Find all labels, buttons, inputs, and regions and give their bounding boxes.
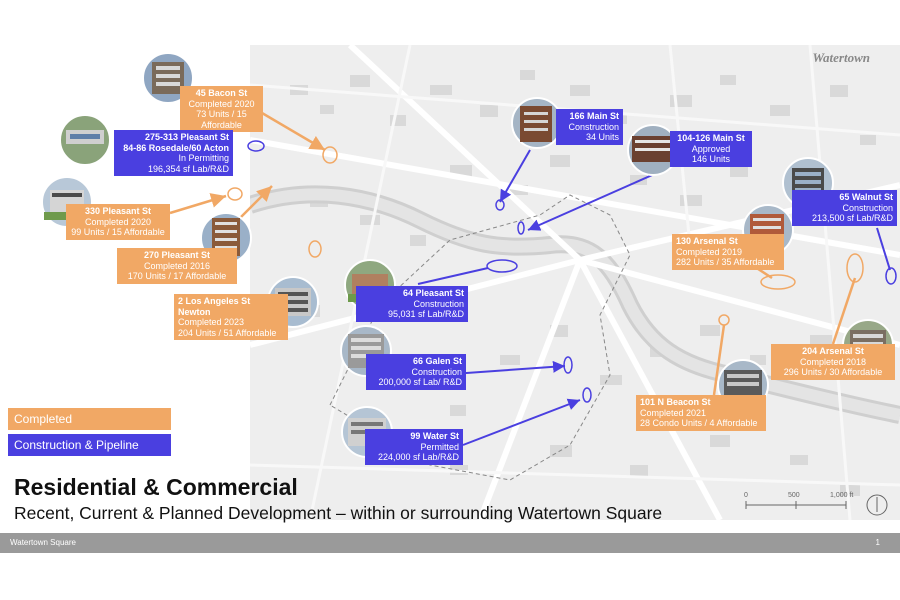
label-45-bacon: 45 Bacon St Completed 2020 73 Units / 15… xyxy=(180,86,263,132)
site-marker-166-main xyxy=(495,199,505,211)
label-line: Construction xyxy=(842,202,893,213)
label-line: Completed 2023 xyxy=(178,317,245,327)
scale-label-500: 500 xyxy=(788,492,800,499)
label-line: 196,354 sf Lab/R&D xyxy=(147,163,229,174)
site-marker-99-water xyxy=(582,387,592,403)
site-marker-64-pleasant xyxy=(486,259,518,273)
label-270-pleasant: 270 Pleasant St Completed 2016 170 Units… xyxy=(117,248,237,284)
site-marker-65-walnut xyxy=(885,267,897,285)
label-2-los-angeles: 2 Los Angeles St Newton Completed 2023 2… xyxy=(174,294,288,340)
label-title: 166 Main St xyxy=(569,111,619,121)
label-title: 104-126 Main St xyxy=(677,133,745,143)
label-line: Approved xyxy=(691,143,731,154)
label-line: Construction xyxy=(413,298,464,309)
site-marker-204-arsenal xyxy=(846,253,864,283)
leader-line-166-main xyxy=(499,149,531,203)
photo-166-main xyxy=(511,97,563,149)
label-166-main: 166 Main St Construction 34 Units xyxy=(556,109,623,145)
label-title: 275-313 Pleasant St xyxy=(144,132,229,142)
label-title: 270 Pleasant St xyxy=(143,250,211,260)
scale-label-1000: 1,000 ft xyxy=(830,492,854,499)
label-line: In Permitting xyxy=(178,153,229,163)
site-marker-275-313-pleasant xyxy=(247,140,265,152)
label-line: Permitted xyxy=(420,441,459,452)
label-330-pleasant: 330 Pleasant St Completed 2020 99 Units … xyxy=(66,204,170,240)
label-130-arsenal: 130 Arsenal St Completed 2019 282 Units … xyxy=(672,234,784,270)
label-title: 65 Walnut St xyxy=(839,192,893,202)
legend-pipeline: Construction & Pipeline xyxy=(8,434,171,456)
label-line: 282 Units / 35 Affordable xyxy=(676,257,775,267)
label-line: Completed 2016 xyxy=(143,260,211,271)
label-line: Completed 2019 xyxy=(676,246,743,257)
label-title: 2 Los Angeles St xyxy=(178,296,251,306)
label-line: Newton xyxy=(178,306,211,317)
label-title: 330 Pleasant St xyxy=(84,206,152,216)
label-104-126-main: 104-126 Main St Approved 146 Units xyxy=(670,131,752,167)
label-title: 101 N Beacon St xyxy=(640,397,711,407)
label-title: 99 Water St xyxy=(410,431,459,441)
label-title: 130 Arsenal St xyxy=(676,236,738,246)
label-line: Completed 2020 xyxy=(84,216,152,227)
page-number: 1 xyxy=(875,538,880,547)
site-marker-2-los-angeles xyxy=(308,240,322,258)
label-line: 73 Units / 15 Affordable xyxy=(196,109,247,130)
photo-104-126-main xyxy=(627,124,679,176)
site-marker-66-galen xyxy=(563,356,573,374)
label-title: 66 Galen St xyxy=(412,356,462,366)
label-204-arsenal: 204 Arsenal St Completed 2018 296 Units … xyxy=(771,344,895,380)
leader-line-270-pleasant xyxy=(239,185,273,219)
leader-line-330-pleasant xyxy=(169,193,227,215)
label-line: 99 Units / 15 Affordable xyxy=(71,227,165,237)
label-65-walnut: 65 Walnut St Construction 213,500 sf Lab… xyxy=(792,190,897,226)
leader-line-99-water xyxy=(462,398,581,446)
site-marker-330-pleasant xyxy=(227,187,243,201)
label-line: 28 Condo Units / 4 Affordable xyxy=(640,418,758,428)
north-arrow-icon xyxy=(866,494,888,516)
label-64-pleasant: 64 Pleasant St Construction 95,031 sf La… xyxy=(356,286,468,322)
leader-line-101-n-beacon xyxy=(712,324,726,396)
label-99-water: 99 Water St Permitted 224,000 sf Lab/R&D xyxy=(365,429,463,465)
label-line: 296 Units / 30 Affordable xyxy=(783,367,883,377)
label-line: 146 Units xyxy=(691,154,731,164)
site-marker-104-126-main xyxy=(517,221,525,235)
leader-line-204-arsenal xyxy=(831,277,857,345)
label-line: Completed 2018 xyxy=(799,356,867,367)
label-line: 200,000 sf Lab/ R&D xyxy=(378,377,462,387)
label-line: Construction xyxy=(568,121,619,132)
label-title: 45 Bacon St xyxy=(195,88,248,98)
label-101-n-beacon: 101 N Beacon St Completed 2021 28 Condo … xyxy=(636,395,766,431)
label-275-313-pleasant: 275-313 Pleasant St 84-86 Rosedale/60 Ac… xyxy=(114,130,233,176)
label-line: Completed 2021 xyxy=(640,407,707,418)
label-line: 34 Units xyxy=(585,132,619,142)
legend-completed: Completed xyxy=(8,408,171,430)
label-line: 224,000 sf Lab/R&D xyxy=(377,452,459,462)
label-line: Construction xyxy=(411,366,462,377)
site-marker-130-arsenal xyxy=(760,274,796,290)
label-line: 84-86 Rosedale/60 Acton xyxy=(123,142,229,153)
label-line: Completed 2020 xyxy=(188,98,255,109)
photo-275-313-pleasant xyxy=(59,114,111,166)
site-marker-101-n-beacon xyxy=(718,314,730,326)
label-line: 213,500 sf Lab/R&D xyxy=(811,213,893,223)
leader-line-64-pleasant xyxy=(417,267,489,285)
page-subtitle: Recent, Current & Planned Development – … xyxy=(14,503,663,523)
label-66-galen: 66 Galen St Construction 200,000 sf Lab/… xyxy=(366,354,466,390)
label-title: 64 Pleasant St xyxy=(402,288,464,298)
label-title: 204 Arsenal St xyxy=(802,346,864,356)
map-name: Watertown xyxy=(812,50,870,65)
label-line: 95,031 sf Lab/R&D xyxy=(387,309,464,319)
site-marker-45-bacon xyxy=(322,146,338,164)
footer-text: Watertown Square xyxy=(10,538,76,547)
scale-label-0: 0 xyxy=(744,492,748,499)
leader-line-45-bacon xyxy=(261,111,326,152)
footer-bar: Watertown Square 1 xyxy=(0,533,900,553)
label-line: 170 Units / 17 Affordable xyxy=(127,271,227,281)
page-title: Residential & Commercial xyxy=(14,474,298,500)
label-line: 204 Units / 51 Affordable xyxy=(178,327,277,338)
leader-line-65-walnut xyxy=(876,227,891,271)
leader-line-104-126-main xyxy=(527,167,669,231)
